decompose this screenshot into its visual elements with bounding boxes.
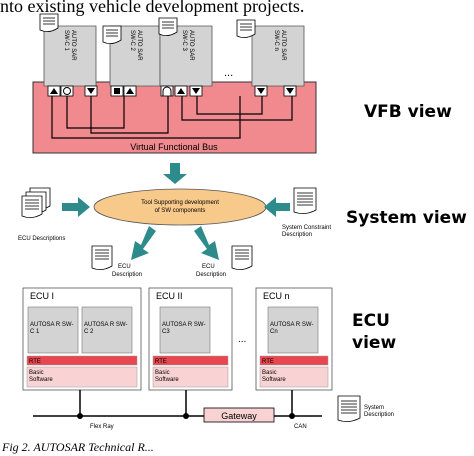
swc-1 xyxy=(43,25,98,97)
figure-caption: Fig 2. AUTOSAR Technical R... xyxy=(2,440,154,454)
can-label: CAN xyxy=(294,424,307,430)
intro-text: nto existing vehicle development project… xyxy=(0,0,305,16)
tool-label-1: Tool Supporting development xyxy=(141,200,219,206)
swc-3 xyxy=(159,25,213,97)
ecu-1-rte: RTE xyxy=(29,359,41,365)
ecu-n-title: ECU n xyxy=(263,291,290,301)
swc-1-label-b: SW-C 1 xyxy=(63,30,69,52)
swc-3-label-b: SW-C 3 xyxy=(181,30,187,52)
swc-1-label-a: AUTO SAR xyxy=(70,30,76,61)
flexray-label: Flex Ray xyxy=(90,424,114,430)
ecu-1: ECU I RTE Basic Software xyxy=(22,287,142,391)
vfb-to-tool-arrow xyxy=(163,163,187,184)
bus-label: Virtual Functional Bus xyxy=(130,142,218,152)
ecu-2-bsw-1: Basic xyxy=(155,370,170,376)
system-constraint-label-2: Description xyxy=(282,232,312,238)
ecu-view-label: ECU view xyxy=(352,310,396,354)
ecu-view-label-2: view xyxy=(352,333,397,353)
ecu-n: ECU n RTE Basic Software xyxy=(255,287,333,391)
ecu-desc-left-label-2: Description xyxy=(112,272,142,278)
ecu-2: ECU II RTE Basic Software xyxy=(148,287,233,391)
vfb-view-label: VFB view xyxy=(364,102,452,122)
swc-labels: AUTO SAR SW-C 1 AUTO SAR SW-C 2 AUTO SAR… xyxy=(63,30,286,61)
bus-nodes xyxy=(77,413,295,419)
ecu-descriptions-label: ECU Descriptions xyxy=(18,236,65,242)
ecu-1-component-2: AUTOSA R SW-C 2 xyxy=(84,322,128,335)
tool-ellipse xyxy=(93,188,267,226)
constraint-to-tool-arrow xyxy=(264,197,290,217)
ecu-desc-right-label-2: Description xyxy=(196,272,226,278)
ecu-ellipsis-text: ... xyxy=(238,334,246,345)
gateway-label: Gateway xyxy=(221,411,257,421)
system-constraint-label-1: System Constraint xyxy=(282,225,331,231)
swc-2-label-a: AUTO SAR xyxy=(136,30,142,61)
swc-n-label-a: AUTO SAR xyxy=(280,30,286,61)
ecu-desc-right-label-1: ECU xyxy=(202,264,215,270)
ecu-desc-right-icon xyxy=(231,245,253,270)
ecu-desc-to-tool-arrow xyxy=(62,197,90,217)
ecu-descriptions-icon xyxy=(21,187,51,218)
ecu-1-component-1: AUTOSA R SW-C 1 xyxy=(30,322,74,335)
ecu-n-bsw-2: Software xyxy=(262,377,286,383)
ecu-n-component-1: AUTOSA R SW-Cn xyxy=(270,322,314,335)
system-view-label: System view xyxy=(346,208,467,228)
ecu-1-bsw-1: Basic xyxy=(29,370,44,376)
ecu-2-bsw-2: Software xyxy=(155,377,179,383)
bus-wiring xyxy=(51,96,293,139)
system-description-icon xyxy=(337,395,361,422)
system-desc-label-1: System xyxy=(364,405,384,411)
swc-3-label-a: AUTO SAR xyxy=(188,30,194,61)
tool-label-2: of SW components xyxy=(155,208,206,214)
swc-n xyxy=(251,25,305,97)
ecu-view-label-1: ECU xyxy=(352,311,390,331)
system-desc-label-2: Description xyxy=(364,412,394,418)
ecu-2-rte: RTE xyxy=(155,359,167,365)
network-bus xyxy=(33,390,322,417)
swc-n-label-b: SW-C n xyxy=(273,30,279,51)
gateway-box xyxy=(203,407,275,423)
swc-document-icons xyxy=(39,13,256,44)
ecu-desc-left-label-1: ECU xyxy=(118,264,131,270)
ecu-1-bsw-2: Software xyxy=(29,377,53,383)
vfb-ellipsis: ... xyxy=(224,67,233,79)
virtual-functional-bus xyxy=(32,81,317,154)
ecu-1-title: ECU I xyxy=(30,291,54,301)
tool-to-ecu-desc-left-arrow xyxy=(131,226,156,260)
ecu-n-rte: RTE xyxy=(262,359,274,365)
swc-2 xyxy=(109,25,161,97)
swc-2-label-b: SW-C 2 xyxy=(129,30,135,52)
tool-to-ecu-desc-right-arrow xyxy=(194,226,219,260)
ecu-desc-left-icon xyxy=(91,245,113,270)
ecu-2-title: ECU II xyxy=(156,291,183,301)
system-constraint-icon xyxy=(293,187,317,214)
ecu-2-component-1: AUTOSA R SW-C3 xyxy=(162,322,206,335)
ecu-n-bsw-1: Basic xyxy=(262,370,277,376)
